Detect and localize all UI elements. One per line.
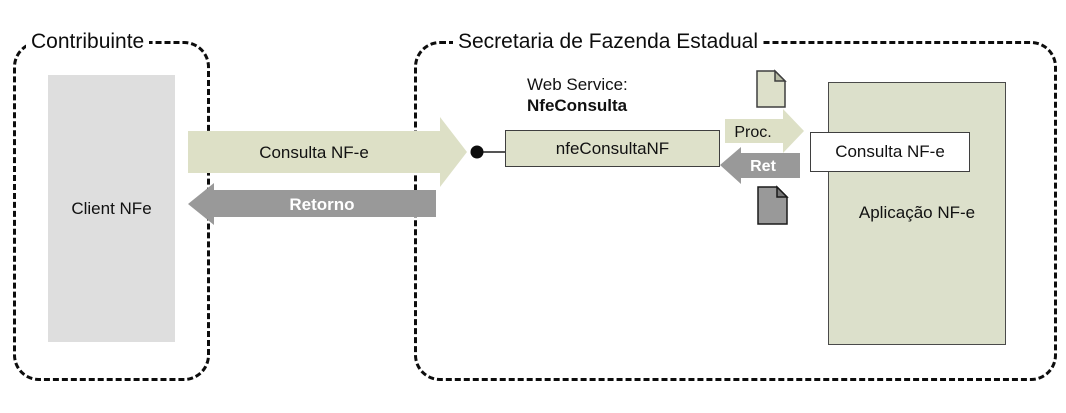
ret-document-icon: [757, 185, 789, 225]
request-arrow: [188, 117, 467, 187]
request-arrow-label: Consulta NF-e: [259, 143, 369, 162]
secretaria-zone: Secretaria de Fazenda Estadual: [414, 29, 1057, 381]
aplicacao-nfe-box: Aplicação NF-e: [828, 82, 1006, 345]
proc-arrow-label: Proc.: [734, 124, 771, 141]
contribuinte-zone-label: Contribuinte: [26, 29, 150, 55]
nfeconsultanf-box-label: nfeConsultaNF: [555, 138, 670, 158]
nfeconsultanf-box: nfeConsultaNF: [505, 130, 720, 167]
consulta-nfe-overlay-box: Consulta NF-e: [810, 132, 970, 172]
proc-arrow: [725, 109, 804, 153]
ret-arrow-label: Ret: [750, 158, 776, 175]
proc-document-icon: [756, 69, 787, 108]
aplicacao-nfe-box-label: Aplicação NF-e: [858, 203, 976, 222]
web-service-heading: Web Service: NfeConsulta: [527, 74, 628, 116]
response-arrow: [188, 183, 436, 225]
secretaria-zone-label: Secretaria de Fazenda Estadual: [453, 29, 764, 55]
consulta-nfe-overlay-box-label: Consulta NF-e: [835, 142, 945, 161]
endpoint-connector-dot: [470, 145, 484, 159]
response-arrow-label: Retorno: [289, 195, 354, 214]
client-nfe-box-label: Client NFe: [71, 198, 152, 218]
ret-arrow: [720, 147, 800, 184]
client-nfe-box: Client NFe: [48, 75, 175, 342]
web-service-heading-line2: NfeConsulta: [527, 96, 628, 115]
web-service-heading-line1: Web Service:: [527, 75, 628, 94]
